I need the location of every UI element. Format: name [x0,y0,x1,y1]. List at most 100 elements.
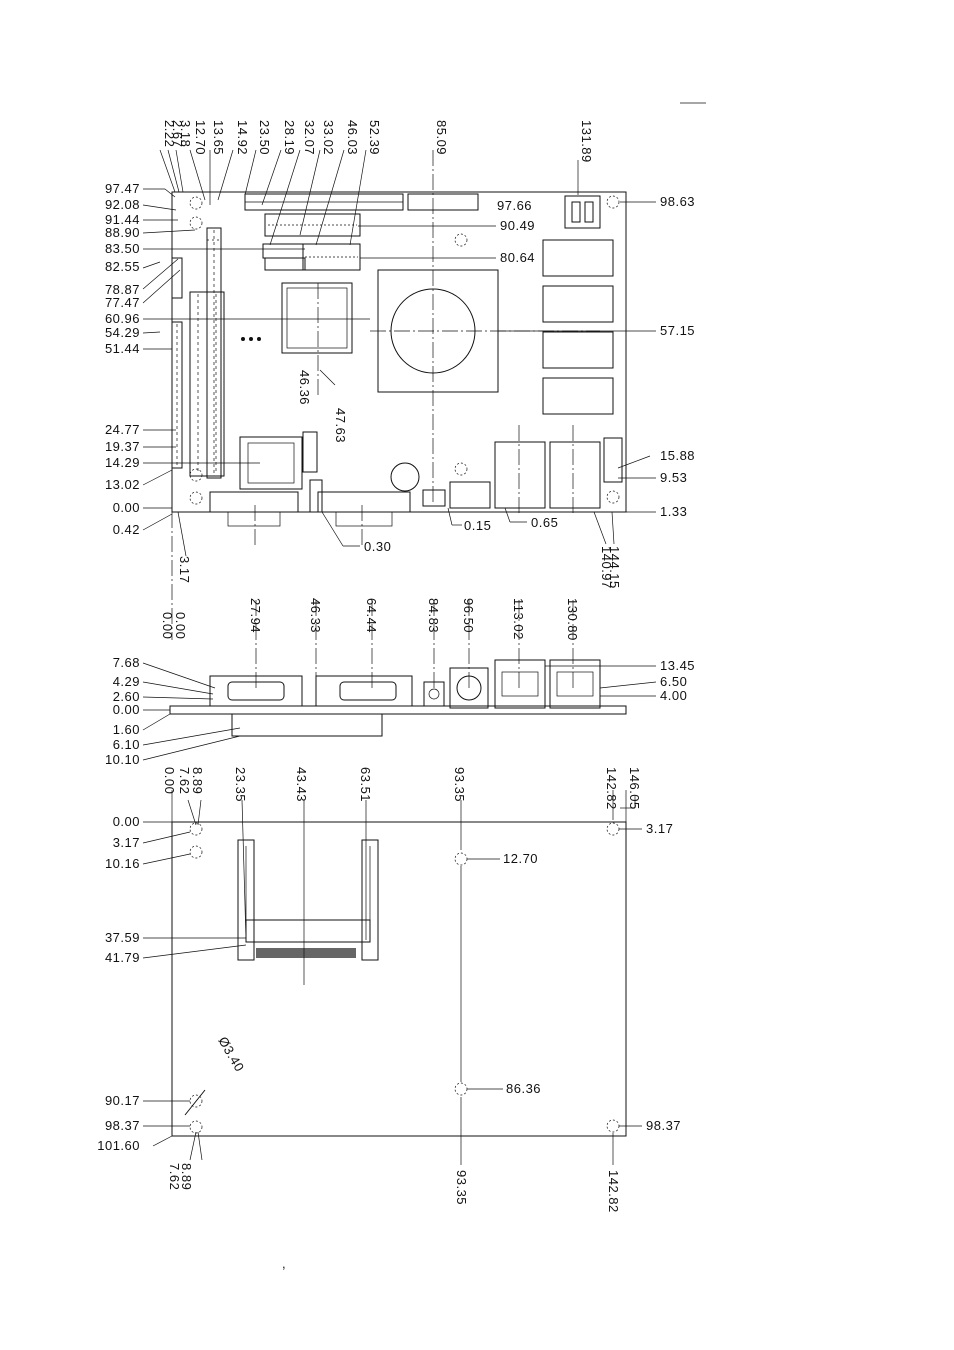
dimension-label: 0.00 [173,612,188,639]
front-leaders [142,600,657,761]
dimension-label: 7.62 [177,767,192,794]
dimension-label: 0.65 [531,515,558,530]
dimension-label: 0.00 [113,814,140,829]
pcb-edge [169,705,627,715]
dimension-label: 6.50 [660,674,687,689]
dimension-label: 101.60 [97,1138,140,1153]
bottom-leaders [142,790,642,1165]
dimension-label: 1.33 [660,504,687,519]
dimension-label: 131.89 [579,120,594,163]
dimension-label: 13.45 [660,658,695,673]
dimension-label: 130.80 [565,598,580,641]
vga-port [317,491,411,513]
dimension-label: 46.33 [308,598,323,633]
dimension-label: 0.00 [113,500,140,515]
mount-holes [189,195,620,505]
dimension-label: 2.67 [170,120,185,147]
dimension-label: 47.63 [333,408,348,443]
dimension-label: 3.17 [177,556,192,583]
dimension-label: 60.96 [105,311,140,326]
jumper-row [264,257,306,271]
dimension-label: 10.16 [105,856,140,871]
dimension-label: 142.82 [604,767,619,810]
dimension-label: 0.42 [113,522,140,537]
dimension-label: 6.10 [113,737,140,752]
dimension-label: 90.17 [105,1093,140,1108]
vga-front [315,675,413,707]
footer-mark: , [282,1256,286,1271]
dimension-label: 52.39 [367,120,382,155]
dimension-label: 83.50 [105,241,140,256]
dimension-label: 91.44 [105,212,140,227]
dimension-label: 9.53 [660,470,687,485]
dimension-label: 15.88 [660,448,695,463]
chipset [281,282,353,354]
dimension-label: 63.51 [358,767,373,802]
dimension-label: 0.00 [162,767,177,794]
dimension-label: 3.17 [646,821,673,836]
dimension-label: 93.35 [454,1170,469,1205]
dimension-label: 51.44 [105,341,140,356]
dimension-label: 33.02 [321,120,336,155]
dimension-label: 3.18 [178,120,193,147]
ide-connector [264,213,361,237]
dimension-label: 97.66 [497,198,532,213]
dimension-label: 19.37 [105,439,140,454]
dimension-label: 27.94 [248,598,263,633]
small-header [262,243,304,259]
dimension-label: 46.36 [297,370,312,405]
lan1-front [494,659,546,709]
dimension-label: 2.22 [162,120,177,147]
dimension-label: 86.36 [506,1081,541,1096]
dimension-label: 28.19 [282,120,297,155]
dimension-label: 12.70 [193,120,208,155]
dimension-label: 8.89 [190,767,205,794]
dimension-label: 0.30 [364,539,391,554]
dimension-label: 23.50 [257,120,272,155]
com-port [209,491,299,513]
header-block [302,243,361,271]
dimension-label: 146.05 [627,767,642,810]
dimension-label: 97.47 [105,181,140,196]
dimension-label: 24.77 [105,422,140,437]
dimension-label: 7.62 [167,1163,182,1190]
dimension-label: 98.37 [105,1118,140,1133]
dimension-label: 13.65 [211,120,226,155]
dimension-label: 8.89 [179,1163,194,1190]
dimension-label: 0.00 [113,702,140,717]
dimension-label: 90.49 [500,218,535,233]
dimension-label: 4.00 [660,688,687,703]
dimension-label: 88.90 [105,225,140,240]
dimension-label: 32.07 [302,120,317,155]
dimension-label: 82.55 [105,259,140,274]
dimension-label: 0.00 [160,612,175,639]
dimension-label: 144.15 [607,546,622,589]
dimension-label: 41.79 [105,950,140,965]
cf-socket-edge [231,713,383,737]
dimension-label: 7.68 [113,655,140,670]
power-jack [309,479,323,513]
dimension-label: 77.47 [105,295,140,310]
connector-top [407,193,479,211]
left-leaders [142,188,370,531]
dimension-label: 140.97 [599,546,614,589]
lan-jacks [494,425,623,515]
dimension-label: 14.29 [105,455,140,470]
right-leaders [358,201,656,545]
dimension-label: 98.63 [660,194,695,209]
dimension-label: 64.44 [364,598,379,633]
memory-chips [542,239,614,415]
top-view [142,102,706,640]
dimension-label: 92.08 [105,197,140,212]
dimension-label: 85.09 [434,120,449,155]
dimension-label: 3.17 [113,835,140,850]
dimension-label: 10.10 [105,752,140,767]
dimension-label: 14.92 [235,120,250,155]
dimension-label: 78.87 [105,282,140,297]
dimension-label: 80.64 [500,250,535,265]
pin-headers [171,227,261,479]
dimension-label: 98.37 [646,1118,681,1133]
bottom-view [142,790,642,1165]
